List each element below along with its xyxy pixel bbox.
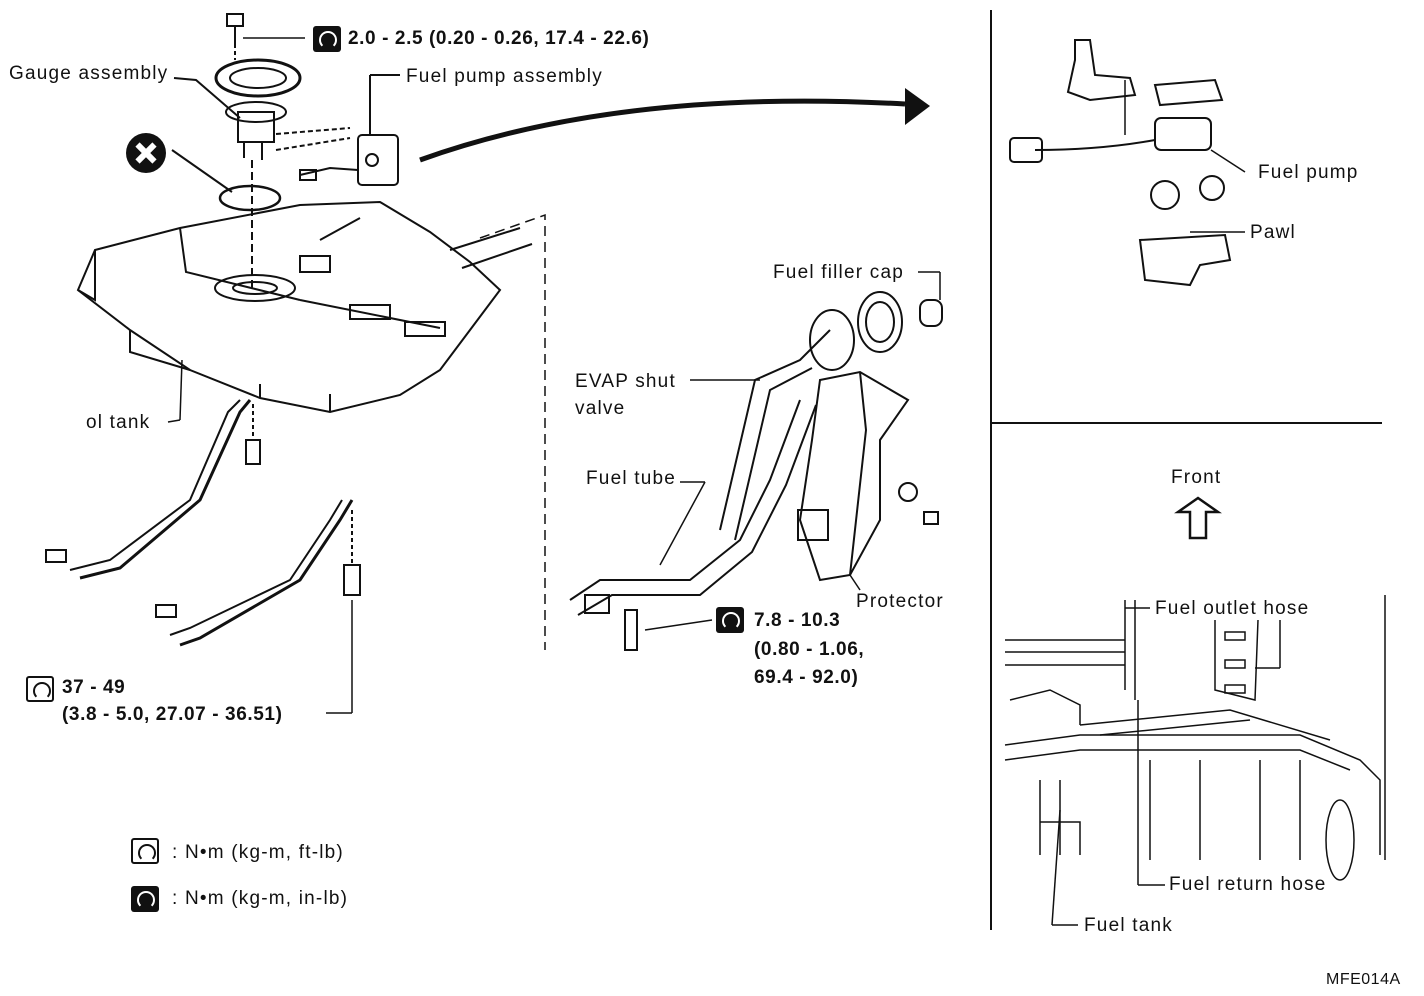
legend-ftlb: : N•m (kg-m, ft-lb) xyxy=(172,842,344,863)
torque-strap-line1: 37 - 49 xyxy=(62,677,126,698)
retainer-ring xyxy=(214,58,302,98)
label-fuel-tank: Fuel tank xyxy=(1084,915,1173,936)
underbody-view xyxy=(1004,595,1386,926)
label-pawl: Pawl xyxy=(1250,222,1296,243)
label-gauge-assembly: Gauge assembly xyxy=(9,63,169,84)
torque-tube-line3: 69.4 - 92.0) xyxy=(754,667,859,688)
label-fuel-filler-cap: Fuel filler cap xyxy=(773,262,904,283)
label-fuel-pump-assembly: Fuel pump assembly xyxy=(406,66,603,87)
label-fuel-tank-partial: ol tank xyxy=(86,412,151,433)
replace-part-icon xyxy=(126,133,166,173)
tank-strap-right xyxy=(155,499,361,714)
label-fuel-pump: Fuel pump xyxy=(1258,162,1359,183)
label-fuel-return-hose: Fuel return hose xyxy=(1169,874,1327,895)
figure-code: MFE014A xyxy=(1326,971,1401,988)
tank-strap-left xyxy=(45,399,261,580)
label-protector: Protector xyxy=(856,591,944,612)
torque-spec-top: 2.0 - 2.5 (0.20 - 0.26, 17.4 - 22.6) xyxy=(348,28,650,49)
gauge-assembly xyxy=(173,77,351,160)
gasket xyxy=(218,184,282,212)
torque-tube-line2: (0.80 - 1.06, xyxy=(754,639,865,660)
torque-wrench-icon xyxy=(131,838,159,864)
fuel-tank-body xyxy=(76,200,533,423)
fuel-tube-assembly xyxy=(569,291,943,651)
label-fuel-tube: Fuel tube xyxy=(586,468,677,489)
label-evap-shut: EVAP shut xyxy=(575,371,676,392)
pump-detail-arrow xyxy=(419,98,906,163)
label-front: Front xyxy=(1171,467,1222,488)
torque-wrench-inlb-icon xyxy=(313,26,341,52)
torque-wrench-inlb-icon xyxy=(131,886,159,912)
torque-tube-line1: 7.8 - 10.3 xyxy=(754,610,841,631)
fuel-pump-assembly xyxy=(299,74,400,186)
fuel-pump-detail xyxy=(1009,39,1246,287)
front-arrow-icon xyxy=(1174,496,1222,540)
label-valve: valve xyxy=(575,398,626,419)
torque-wrench-icon xyxy=(26,676,54,702)
legend-inlb: : N•m (kg-m, in-lb) xyxy=(172,888,349,909)
label-fuel-outlet-hose: Fuel outlet hose xyxy=(1155,598,1310,619)
torque-strap-line2: (3.8 - 5.0, 27.07 - 36.51) xyxy=(62,704,283,725)
top-bolt xyxy=(226,13,305,44)
torque-wrench-inlb-icon xyxy=(716,607,744,633)
protector xyxy=(797,370,939,591)
